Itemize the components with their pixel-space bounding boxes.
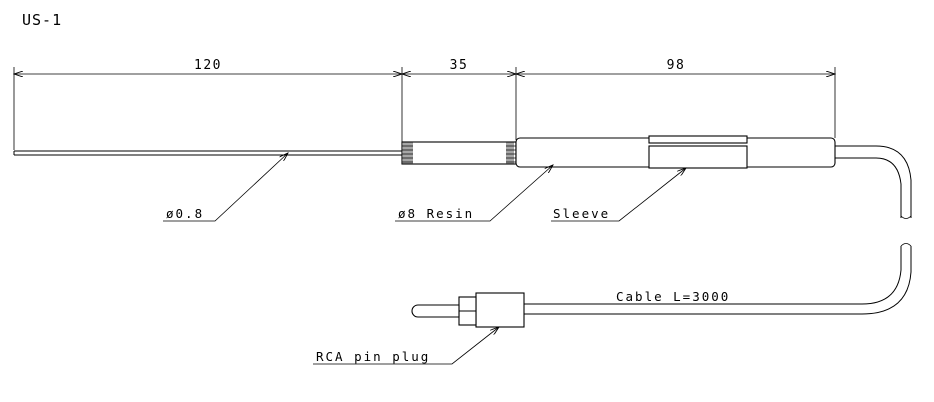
drawing-title: US-1: [22, 11, 62, 29]
sleeve-body: [515, 135, 836, 169]
dimension-wire-length: 120: [194, 58, 222, 73]
leaders: [163, 153, 686, 365]
label-wire-diameter: ø0.8: [166, 206, 204, 221]
label-rca-pin-plug: RCA pin plug: [316, 349, 430, 364]
resin-hatch-left: [402, 142, 413, 164]
dimension-sleeve-length: 98: [667, 58, 686, 73]
resin-section: [401, 141, 517, 165]
label-cable: Cable L=3000: [616, 289, 730, 304]
dimension-resin-length: 35: [450, 58, 469, 73]
cable: [523, 145, 912, 315]
rca-pin-plug: [411, 292, 525, 328]
wire-probe: [13, 150, 402, 156]
label-resin: ø8 Resin: [398, 206, 474, 221]
resin-hatch-right: [506, 142, 516, 164]
extension-lines: [13, 67, 836, 150]
label-sleeve: Sleeve: [553, 206, 610, 221]
